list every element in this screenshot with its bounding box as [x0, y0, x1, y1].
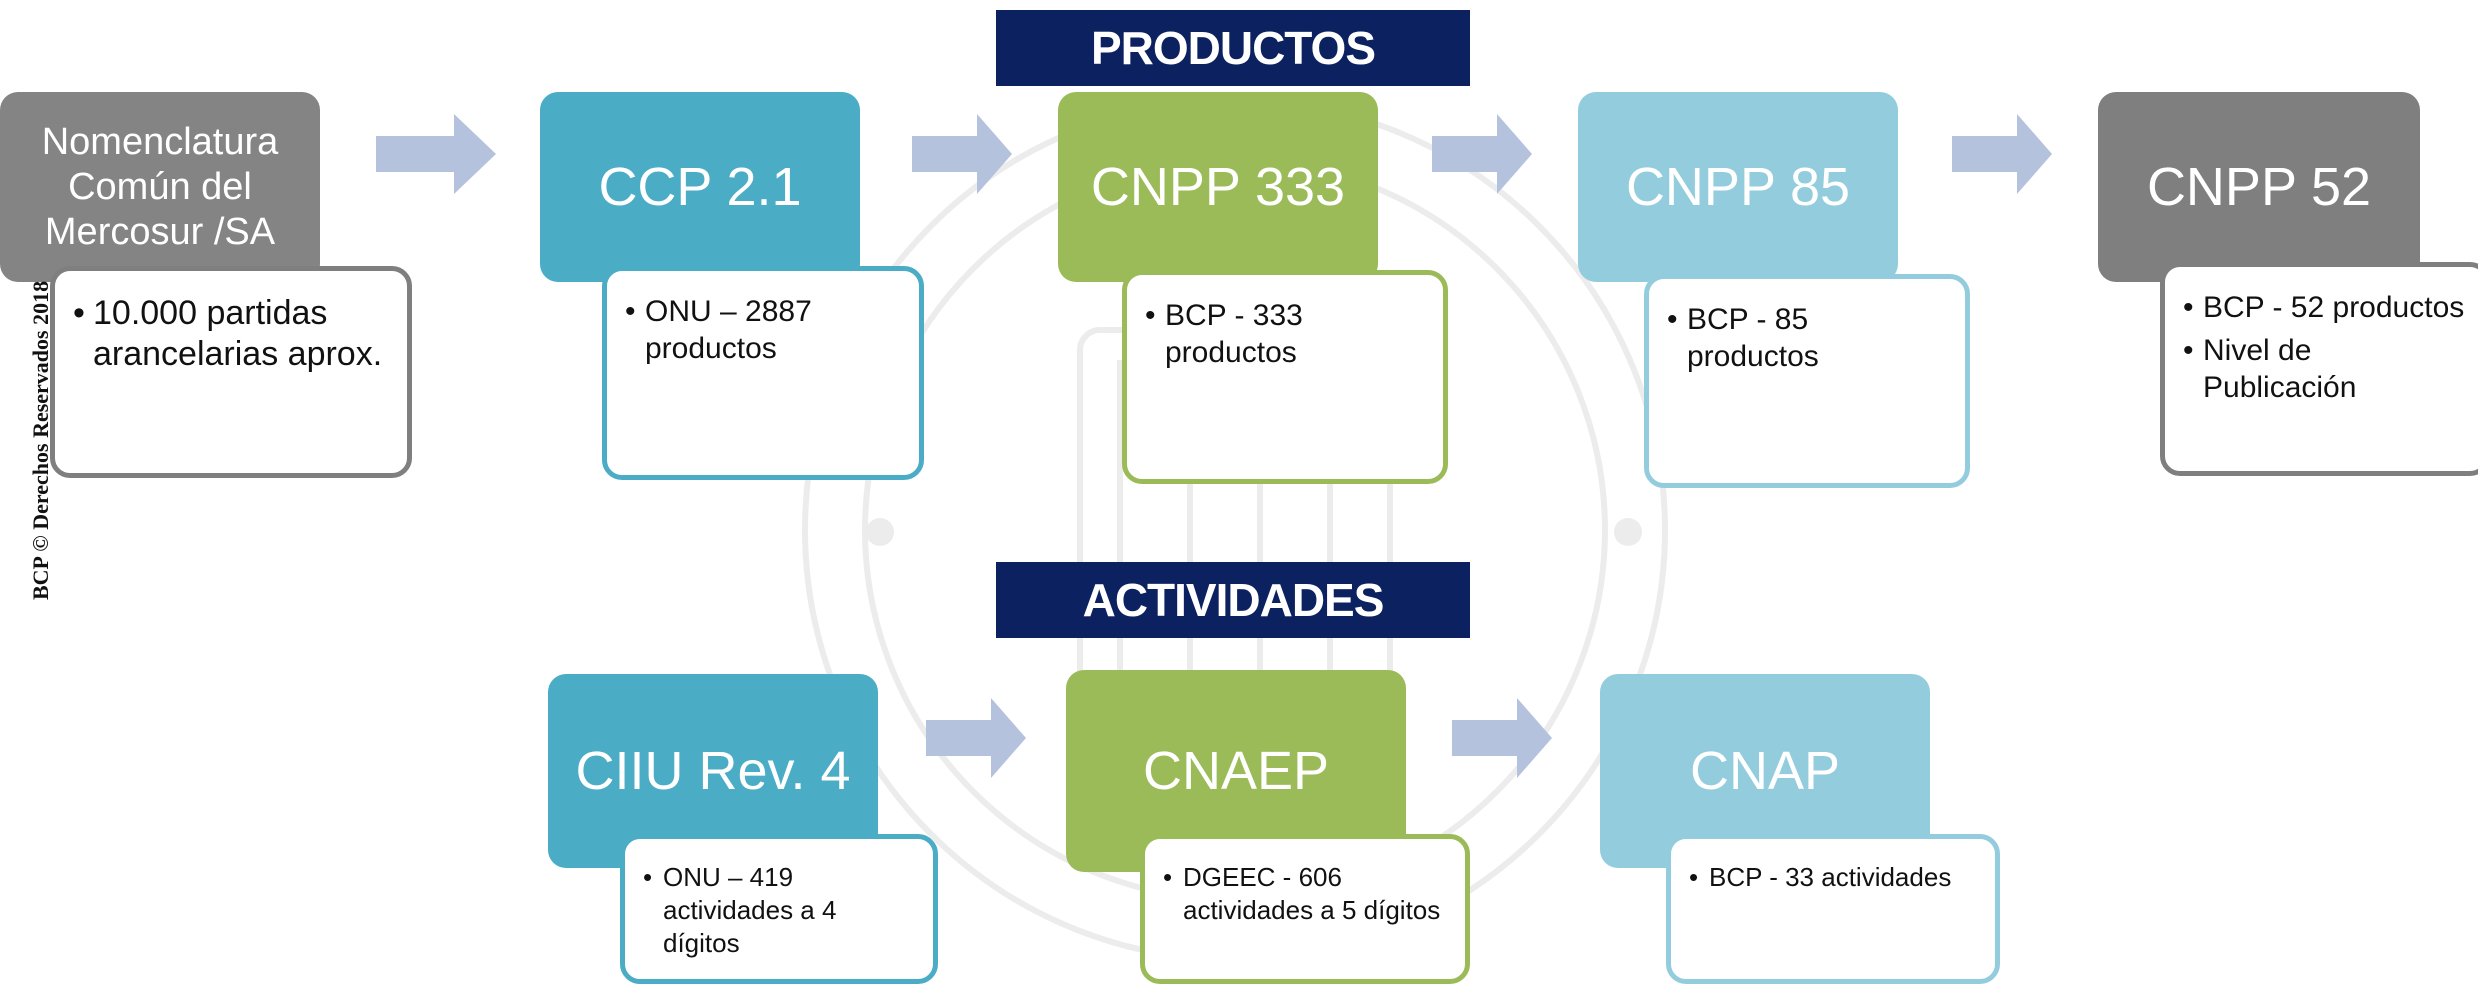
cnap-item: BCP - 33 actividades — [1689, 861, 1977, 894]
arrow-right-icon — [1432, 114, 1532, 194]
arrow-right-icon — [376, 114, 496, 194]
nomenclatura-card: 10.000 partidas arancelarias aprox. — [50, 266, 412, 478]
cnpp85-card: BCP - 85 productos — [1644, 274, 1970, 488]
arrow-right-icon — [912, 114, 1012, 194]
ciiu-item: ONU – 419 actividades a 4 dígitos — [643, 861, 915, 960]
ciiu-card: ONU – 419 actividades a 4 dígitos — [620, 834, 938, 984]
ccp-card: ONU – 2887 productos — [602, 266, 924, 480]
cnap-card: BCP - 33 actividades — [1666, 834, 2000, 984]
cnpp333-item: BCP - 333 productos — [1145, 297, 1425, 371]
cnpp52-card: BCP - 52 productos Nivel de Publicación — [2160, 262, 2478, 476]
nomenclatura-item: 10.000 partidas arancelarias aprox. — [73, 293, 389, 375]
arrow-right-icon — [1452, 698, 1552, 778]
cnpp52-item-1: BCP - 52 productos — [2183, 289, 2467, 326]
cnpp85-item: BCP - 85 productos — [1667, 301, 1947, 375]
ccp-header: CCP 2.1 — [540, 92, 860, 282]
cnpp333-header: CNPP 333 — [1058, 92, 1378, 282]
arrow-right-icon — [926, 698, 1026, 778]
cnaep-item: DGEEC - 606 actividades a 5 dígitos — [1163, 861, 1447, 927]
cnpp52-item-2: Nivel de Publicación — [2183, 332, 2467, 406]
nomenclatura-header: Nomenclatura Común del Mercosur /SA — [0, 92, 320, 282]
productos-banner: PRODUCTOS — [996, 10, 1470, 86]
cnaep-card: DGEEC - 606 actividades a 5 dígitos — [1140, 834, 1470, 984]
ccp-item: ONU – 2887 productos — [625, 293, 901, 367]
arrow-right-icon — [1952, 114, 2052, 194]
cnpp85-header: CNPP 85 — [1578, 92, 1898, 282]
actividades-banner: ACTIVIDADES — [996, 562, 1470, 638]
cnpp333-card: BCP - 333 productos — [1122, 270, 1448, 484]
copyright-text: BCP © Derechos Reservados 2018 — [28, 280, 53, 600]
cnpp52-header: CNPP 52 — [2098, 92, 2420, 282]
